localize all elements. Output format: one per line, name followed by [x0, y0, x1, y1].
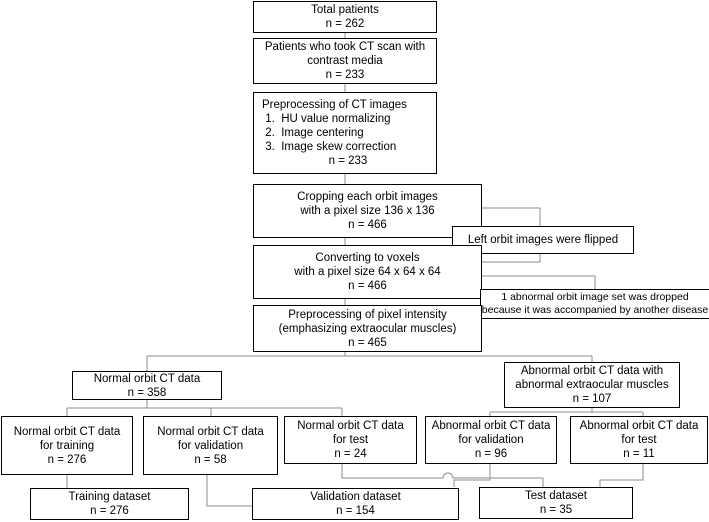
node-ct-contrast: Patients who took CT scan with contrast … — [253, 38, 437, 84]
connector-to-dropped — [482, 275, 596, 289]
node-preprocessing-ct: Preprocessing of CT images 1. HU value n… — [253, 92, 437, 174]
node-total-patients: Total patients n = 262 — [253, 1, 437, 33]
node-normal-training: Normal orbit CT data for training n = 27… — [1, 416, 133, 475]
node-abnormal-orbit: Abnormal orbit CT data with abnormal ext… — [504, 362, 680, 408]
node-flipped: Left orbit images were flipped — [452, 226, 634, 254]
connector-normal-test-to-test — [341, 464, 544, 487]
node-abnormal-test: Abnormal orbit CT data for test n = 11 — [570, 416, 708, 464]
node-normal-test: Normal orbit CT data for test n = 24 — [284, 416, 417, 464]
node-normal-validation: Normal orbit CT data for validation n = … — [143, 416, 278, 475]
node-pixel-intensity: Preprocessing of pixel intensity (emphas… — [253, 305, 482, 352]
node-voxels: Converting to voxels with a pixel size 6… — [253, 245, 482, 299]
connector-normal-val-to-validation — [206, 475, 252, 507]
node-normal-orbit: Normal orbit CT data n = 358 — [72, 371, 222, 400]
node-training-dataset: Training dataset n = 276 — [30, 488, 189, 520]
node-validation-dataset: Validation dataset n = 154 — [252, 488, 459, 520]
connector-abnormal-val-to-validation — [453, 464, 491, 487]
node-dropped: 1 abnormal orbit image set was dropped b… — [480, 289, 709, 319]
connector-from-flipped — [482, 254, 541, 263]
connector-to-flipped — [482, 207, 541, 226]
node-cropping: Cropping each orbit images with a pixel … — [253, 184, 482, 238]
node-abnormal-validation: Abnormal orbit CT data for validation n … — [425, 416, 557, 464]
node-test-dataset: Test dataset n = 35 — [479, 487, 633, 519]
connector-abnormal-test-to-test — [599, 464, 644, 487]
